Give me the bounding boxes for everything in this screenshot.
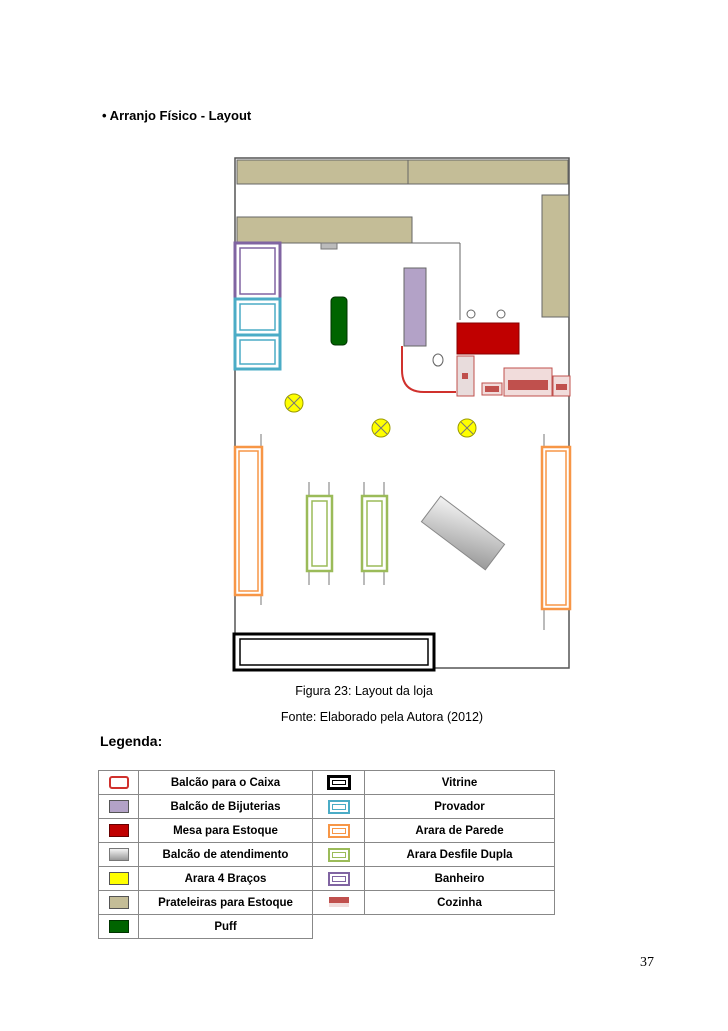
- toilet: [432, 353, 444, 367]
- four-arm-rack-icon: [108, 872, 129, 885]
- puff: [330, 296, 348, 346]
- fitting-room-icon: [327, 799, 350, 814]
- stock-table: [456, 322, 520, 355]
- figure-caption: Figura 23: Layout da loja: [295, 684, 433, 698]
- jewelry-counter-icon: [108, 800, 129, 813]
- stock-shelf-top-left: [236, 159, 409, 185]
- legend-label: Arara 4 Braços: [138, 866, 313, 891]
- legend-table: Balcão para o Caixa Vitrine Balcão de Bi…: [98, 770, 555, 939]
- service-counter: [420, 495, 506, 571]
- page-number: 37: [640, 955, 654, 970]
- double-rack-right: [360, 482, 389, 585]
- stock-table-icon: [108, 824, 129, 837]
- wall-rack-left: [233, 434, 264, 605]
- sink-right: [496, 309, 506, 319]
- legend-row: Balcão para o Caixa Vitrine: [98, 770, 555, 795]
- kitchen-icon: [328, 897, 349, 908]
- legend-label: Puff: [138, 914, 313, 939]
- section-heading: • Arranjo Físico - Layout: [102, 108, 252, 123]
- legend-row: Prateleiras para Estoque Cozinha: [98, 890, 555, 915]
- legend-label: Arara de Parede: [364, 818, 555, 843]
- service-counter-icon: [108, 848, 129, 861]
- wall-rack-icon: [327, 823, 350, 838]
- legend-row: Arara 4 Braços Banheiro: [98, 866, 555, 891]
- legend-label: Arara Desfile Dupla: [364, 842, 555, 867]
- figure-source: Fonte: Elaborado pela Autora (2012): [280, 710, 484, 724]
- legend-row: Balcão de Bijuterias Provador: [98, 794, 555, 819]
- legend-row: Puff: [98, 914, 555, 939]
- fitting-room-1-inner: [239, 303, 276, 331]
- door-marker: [320, 242, 338, 250]
- shelf-icon: [108, 896, 129, 909]
- fitting-room-2-inner: [239, 339, 276, 365]
- puff-icon: [108, 920, 129, 933]
- cashier-counter: [401, 346, 456, 393]
- counter-outline-icon: [108, 776, 129, 789]
- legend-title: Legenda:: [100, 733, 163, 749]
- double-rack-icon: [327, 847, 350, 862]
- legend-label: Mesa para Estoque: [138, 818, 313, 843]
- legend-label: Vitrine: [364, 770, 555, 795]
- showcase: [232, 632, 436, 672]
- sink-left: [466, 309, 476, 319]
- legend-label: Balcão de Bijuterias: [138, 794, 313, 819]
- wall-rack-right: [540, 434, 572, 630]
- kitchen-counter-top: [508, 380, 548, 390]
- bathroom-icon: [327, 871, 350, 886]
- legend-row: Mesa para Estoque Arara de Parede: [98, 818, 555, 843]
- four-arm-rack-2: [371, 418, 391, 438]
- kitchen-stove-mark: [556, 384, 567, 390]
- jewelry-counter: [403, 267, 427, 347]
- stock-shelf-top-right: [407, 159, 569, 185]
- store-layout-plan: [232, 157, 572, 672]
- double-rack-left: [305, 482, 334, 585]
- legend-label: Provador: [364, 794, 555, 819]
- bathroom-inner: [239, 247, 276, 295]
- kitchen-fixture-mark: [485, 386, 499, 392]
- legend-label: Cozinha: [364, 890, 555, 915]
- fitting-room-2: [233, 333, 282, 371]
- legend-label: Banheiro: [364, 866, 555, 891]
- legend-label: Balcão para o Caixa: [138, 770, 313, 795]
- stock-shelf-right: [541, 194, 570, 318]
- kitchen-cabinet-mark: [462, 373, 468, 379]
- legend-row: Balcão de atendimento Arara Desfile Dupl…: [98, 842, 555, 867]
- legend-label: Balcão de atendimento: [138, 842, 313, 867]
- legend-label: Prateleiras para Estoque: [138, 890, 313, 915]
- showcase-icon: [326, 775, 351, 790]
- stock-shelf-middle: [236, 216, 413, 244]
- four-arm-rack-1: [284, 393, 304, 413]
- four-arm-rack-3: [457, 418, 477, 438]
